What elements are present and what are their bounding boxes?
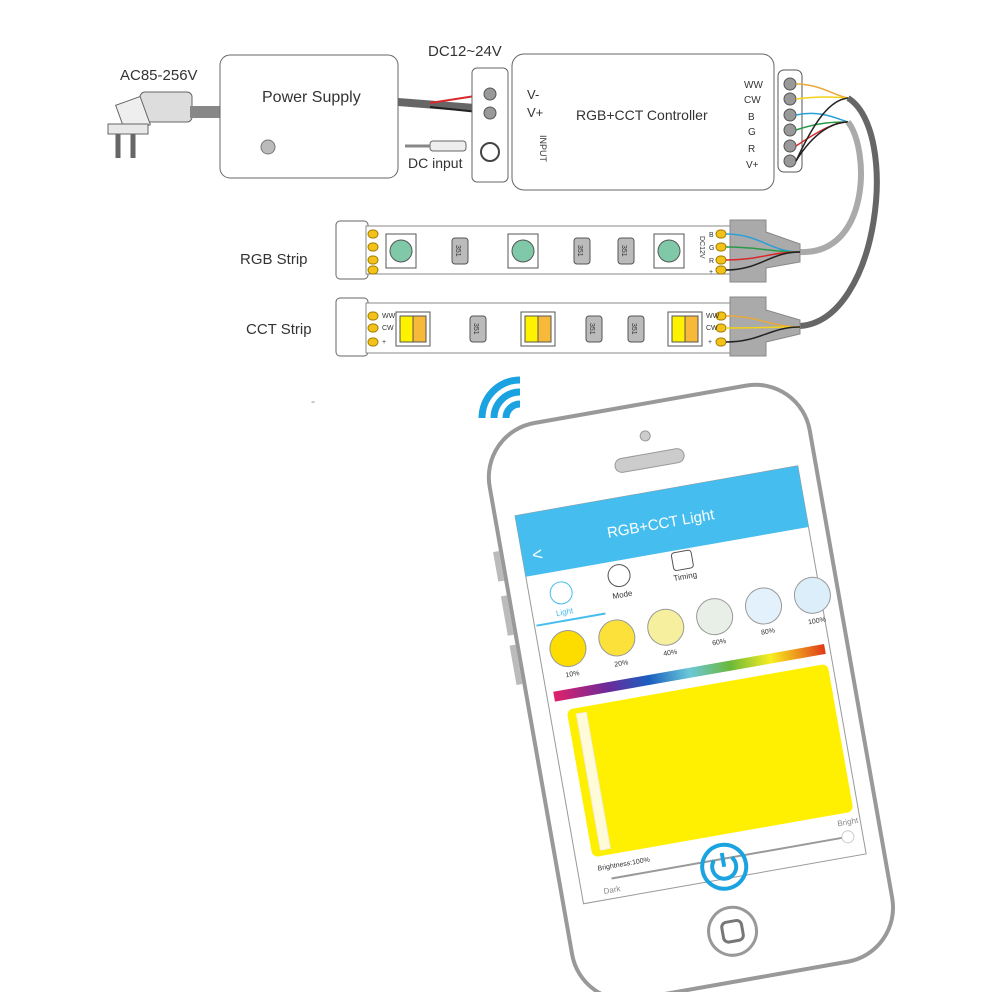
resistor-label: 351 — [576, 245, 583, 257]
resistor-label: 351 — [588, 323, 595, 335]
smartphone: RGB+CCT Light < Light Mode Timing 10%20%… — [486, 382, 896, 992]
preset-label: 40% — [663, 649, 678, 658]
resistor-label: 351 — [454, 245, 461, 257]
preset-swatch[interactable] — [792, 574, 834, 616]
preset-swatch[interactable] — [743, 585, 785, 627]
v-minus-label: V- — [527, 87, 539, 102]
tab-timing-label: Timing — [673, 570, 698, 583]
cct-pin-ww-left: WW — [382, 313, 396, 320]
dc-input-label: DC input — [408, 155, 463, 171]
cct-led-icons — [395, 311, 703, 347]
cct-strip: 351 351 351 WW CW + WW CW + — [335, 296, 801, 357]
saturation-bar — [575, 711, 611, 851]
rgb-led-icons — [385, 233, 685, 269]
cct-strip-label: CCT Strip — [246, 321, 312, 338]
stray-dash: - — [311, 394, 315, 408]
dark-label: Dark — [603, 884, 622, 896]
tab-timing[interactable]: Timing — [669, 549, 698, 583]
rgb-strip-label: RGB Strip — [240, 251, 308, 268]
ac-input-label: AC85-256V — [120, 67, 198, 84]
cct-pin-plus: + — [708, 339, 712, 346]
rgb-strip-voltage: DC12V — [698, 236, 705, 259]
dc-plug-icon — [405, 140, 467, 152]
preset-swatch[interactable] — [645, 606, 687, 648]
ac-plug — [107, 91, 224, 158]
cct-pin-ww: WW — [706, 313, 720, 320]
rgb-pin-g: G — [709, 245, 714, 252]
resistor-label: 351 — [630, 323, 637, 335]
rgb-strip: 351 351 351 B G R + DC12V — [335, 219, 801, 283]
terminal-label-ww: WW — [744, 80, 763, 91]
preset-swatch[interactable] — [596, 617, 638, 659]
controller-box — [511, 53, 775, 191]
rgb-pin-b: B — [709, 232, 714, 239]
power-supply-box — [219, 54, 399, 179]
v-plus-label: V+ — [527, 105, 543, 120]
tab-mode[interactable]: Mode — [606, 563, 634, 601]
terminal-label-vplus: V+ — [746, 160, 759, 171]
preset-swatches: 10% 20% 40% 60% 80% 100% — [547, 574, 834, 679]
cct-pin-plus-left: + — [382, 339, 386, 346]
terminal-label-b: B — [748, 112, 755, 123]
terminal-screws — [783, 77, 797, 168]
resistor-label: 351 — [472, 323, 479, 335]
preset-label: 100% — [808, 616, 827, 626]
tab-light[interactable]: Light — [530, 575, 606, 627]
home-button[interactable] — [705, 903, 761, 959]
terminal-label-r: R — [748, 144, 755, 155]
dc-jack-icon — [480, 142, 500, 162]
rgb-pin-plus: + — [709, 269, 713, 276]
terminal-label-g: G — [748, 127, 756, 138]
terminal-label-cw: CW — [744, 95, 761, 106]
resistor-label: 351 — [620, 245, 627, 257]
preset-label: 10% — [565, 670, 580, 679]
color-preview[interactable] — [567, 664, 854, 858]
bright-label: Bright — [837, 816, 860, 829]
preset-label: 80% — [761, 627, 776, 636]
cct-pin-cw-left: CW — [382, 325, 394, 332]
app-header — [515, 465, 809, 577]
preset-swatch[interactable] — [547, 628, 589, 670]
power-button[interactable] — [699, 841, 750, 892]
preset-label: 20% — [614, 659, 629, 668]
input-label: INPUT — [538, 135, 548, 163]
wifi-icon — [478, 376, 521, 419]
dc-voltage-label: DC12~24V — [428, 43, 502, 60]
power-led-icon — [260, 139, 276, 155]
hue-slider[interactable] — [553, 644, 826, 702]
brightness-thumb[interactable] — [841, 830, 855, 844]
power-supply-label: Power Supply — [262, 89, 361, 106]
controller-label: RGB+CCT Controller — [576, 107, 708, 123]
brightness-slider[interactable] — [611, 835, 849, 880]
speaker-icon — [614, 448, 685, 473]
rgb-pin-r: R — [709, 258, 714, 265]
cct-pin-cw: CW — [706, 325, 718, 332]
tab-light-label: Light — [555, 606, 574, 618]
back-button[interactable]: < — [530, 544, 544, 566]
preset-label: 60% — [712, 638, 727, 647]
preset-swatch[interactable] — [694, 596, 736, 638]
tab-mode-label: Mode — [612, 589, 634, 601]
dc-terminal-block — [471, 67, 509, 183]
